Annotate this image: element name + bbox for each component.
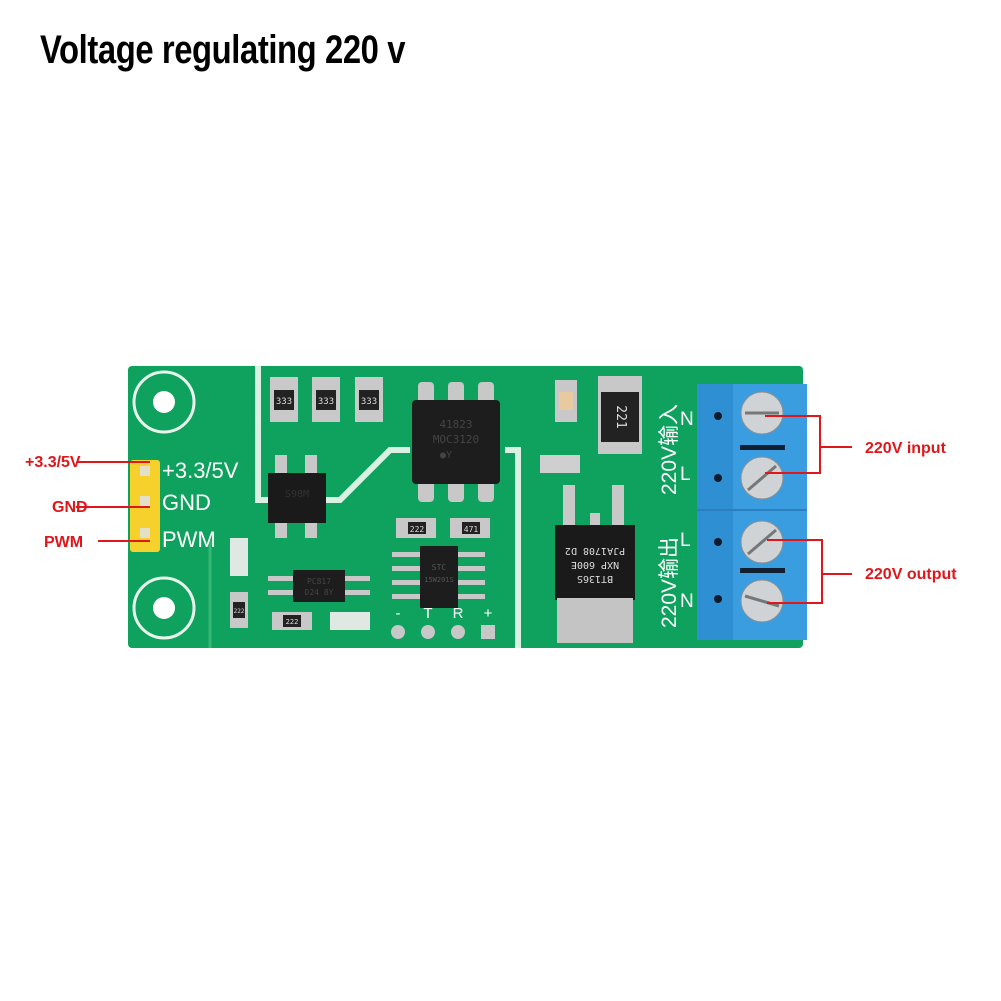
resistor-222: 222 <box>230 592 248 628</box>
svg-text:471: 471 <box>464 525 479 534</box>
screw <box>740 520 784 564</box>
resistor-471: 471 <box>450 518 490 538</box>
callout-220v-input: 220V input <box>865 440 947 457</box>
mcu-stc15w201s: STC 15W201S <box>392 546 485 608</box>
svg-text:MOC3120: MOC3120 <box>433 433 479 446</box>
svg-text:BT136S: BT136S <box>577 573 613 584</box>
diode <box>540 455 580 473</box>
resistor-333: 333 <box>355 377 383 422</box>
silk-220v-input: 220V输入 <box>658 404 681 495</box>
svg-text:STC: STC <box>432 563 447 572</box>
svg-text:221: 221 <box>613 405 628 428</box>
resistor-333: 333 <box>312 377 340 422</box>
svg-text:15W201S: 15W201S <box>424 576 454 584</box>
svg-text:+: + <box>484 605 493 622</box>
silk-pwm: PWM <box>162 527 216 552</box>
svg-text:222: 222 <box>286 618 299 626</box>
callout-220v-output: 220V output <box>865 566 957 583</box>
silk-vcc: +3.3/5V <box>162 458 239 483</box>
svg-text:NXP 600E: NXP 600E <box>571 559 619 570</box>
optocoupler-moc3120: 41823 MOC3120 ●Y <box>412 382 500 502</box>
mounting-hole <box>132 370 196 434</box>
callout-vcc: +3.3/5V <box>25 454 81 471</box>
screw <box>740 456 784 500</box>
svg-text:222: 222 <box>234 608 245 615</box>
callout-pwm: PWM <box>44 534 83 551</box>
programming-pads: - T R + <box>391 605 495 639</box>
optocoupler-pc817: PC817 D24 8Y <box>268 570 370 602</box>
svg-text:333: 333 <box>361 397 377 407</box>
svg-text:●Y: ●Y <box>440 450 452 461</box>
svg-text:D24 8Y: D24 8Y <box>305 588 334 597</box>
callout-lines <box>76 415 852 604</box>
resistor-221: 221 <box>598 376 642 454</box>
svg-text:41823: 41823 <box>439 418 472 431</box>
silk-terminal-l: L <box>680 464 691 485</box>
svg-text:PC817: PC817 <box>307 577 331 586</box>
svg-text:PJA1708 D2: PJA1708 D2 <box>565 545 625 556</box>
silk-terminal-l: L <box>680 530 691 551</box>
silk-terminal-n: N <box>680 591 694 612</box>
led <box>330 612 370 630</box>
resistor-222: 222 <box>396 518 436 538</box>
triac-bt136s: BT136S NXP 600E PJA1708 D2 <box>555 485 635 643</box>
svg-text:T: T <box>423 605 432 622</box>
svg-text:333: 333 <box>318 397 334 407</box>
svg-text:S98M: S98M <box>285 489 309 500</box>
callout-gnd: GND <box>52 499 88 516</box>
led <box>230 538 248 576</box>
resistor-333: 333 <box>270 377 298 422</box>
resistor-222: 222 <box>272 612 312 630</box>
svg-text:222: 222 <box>410 525 425 534</box>
svg-text:333: 333 <box>276 397 292 407</box>
mounting-hole <box>132 576 196 640</box>
screw <box>740 391 784 435</box>
bridge-rectifier: S98M <box>268 455 326 538</box>
silk-terminal-n: N <box>680 409 694 430</box>
page-title: Voltage regulating 220 v <box>40 28 406 72</box>
silk-gnd: GND <box>162 490 211 515</box>
svg-text:R: R <box>453 605 464 622</box>
screw <box>740 579 784 623</box>
silk-220v-output: 220V输出 <box>658 537 681 628</box>
svg-text:-: - <box>396 605 401 622</box>
